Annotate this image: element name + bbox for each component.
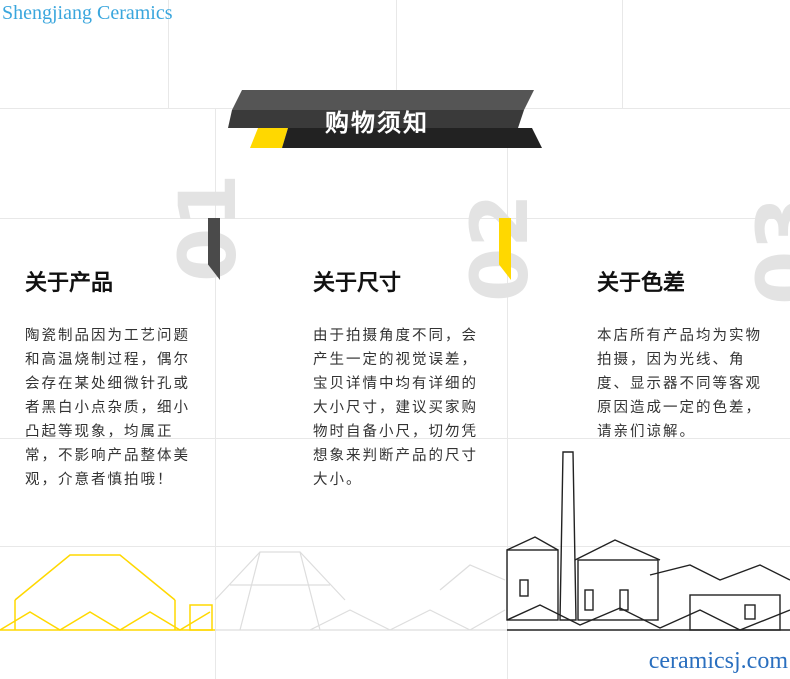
factory-illustration	[0, 451, 790, 631]
brand-name: Shengjiang Ceramics	[2, 2, 173, 24]
banner-graphic	[228, 90, 542, 148]
column-text-size: 由于拍摄角度不同，会产生一定的视觉误差，宝贝详情中均有详细的大小尺寸，建议买家购…	[313, 328, 478, 488]
column-accent-tag	[499, 218, 511, 280]
column-text-color: 本店所有产品均为实物拍摄，因为光线、角度、显示器不同等客观原因造成一定的色差，请…	[597, 328, 762, 440]
column-title-size: 关于尺寸	[313, 271, 402, 296]
banner-title: 购物须知	[325, 109, 429, 137]
column-title-product: 关于产品	[25, 271, 114, 296]
column-number: 03	[742, 196, 790, 305]
column-accent-tag	[208, 218, 220, 280]
watermark: ceramicsj.com	[648, 648, 788, 674]
column-text-product: 陶瓷制品因为工艺问题和高温烧制过程，偶尔会存在某处细微针孔或者黑白小点杂质，细小…	[25, 328, 190, 488]
column-title-color: 关于色差	[597, 271, 686, 296]
